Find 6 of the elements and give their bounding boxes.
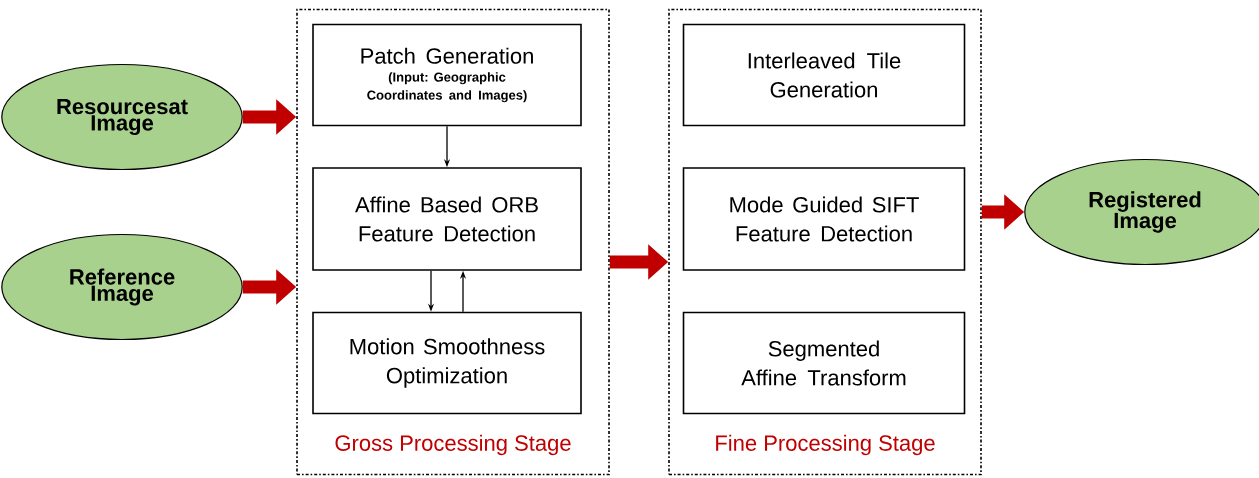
- process-box: Interleaved Tile Generation: [682, 23, 966, 127]
- process-box: Motion Smoothness Optimization: [312, 311, 582, 415]
- process-box: Patch Generation (Input: Geographic Coordinates and Images): [312, 23, 582, 127]
- process-box: Segmented Affine Transform: [682, 311, 966, 415]
- process-box: Affine Based ORB Feature Detection: [312, 167, 582, 271]
- process-box: Mode Guided SIFT Feature Detection: [682, 167, 966, 271]
